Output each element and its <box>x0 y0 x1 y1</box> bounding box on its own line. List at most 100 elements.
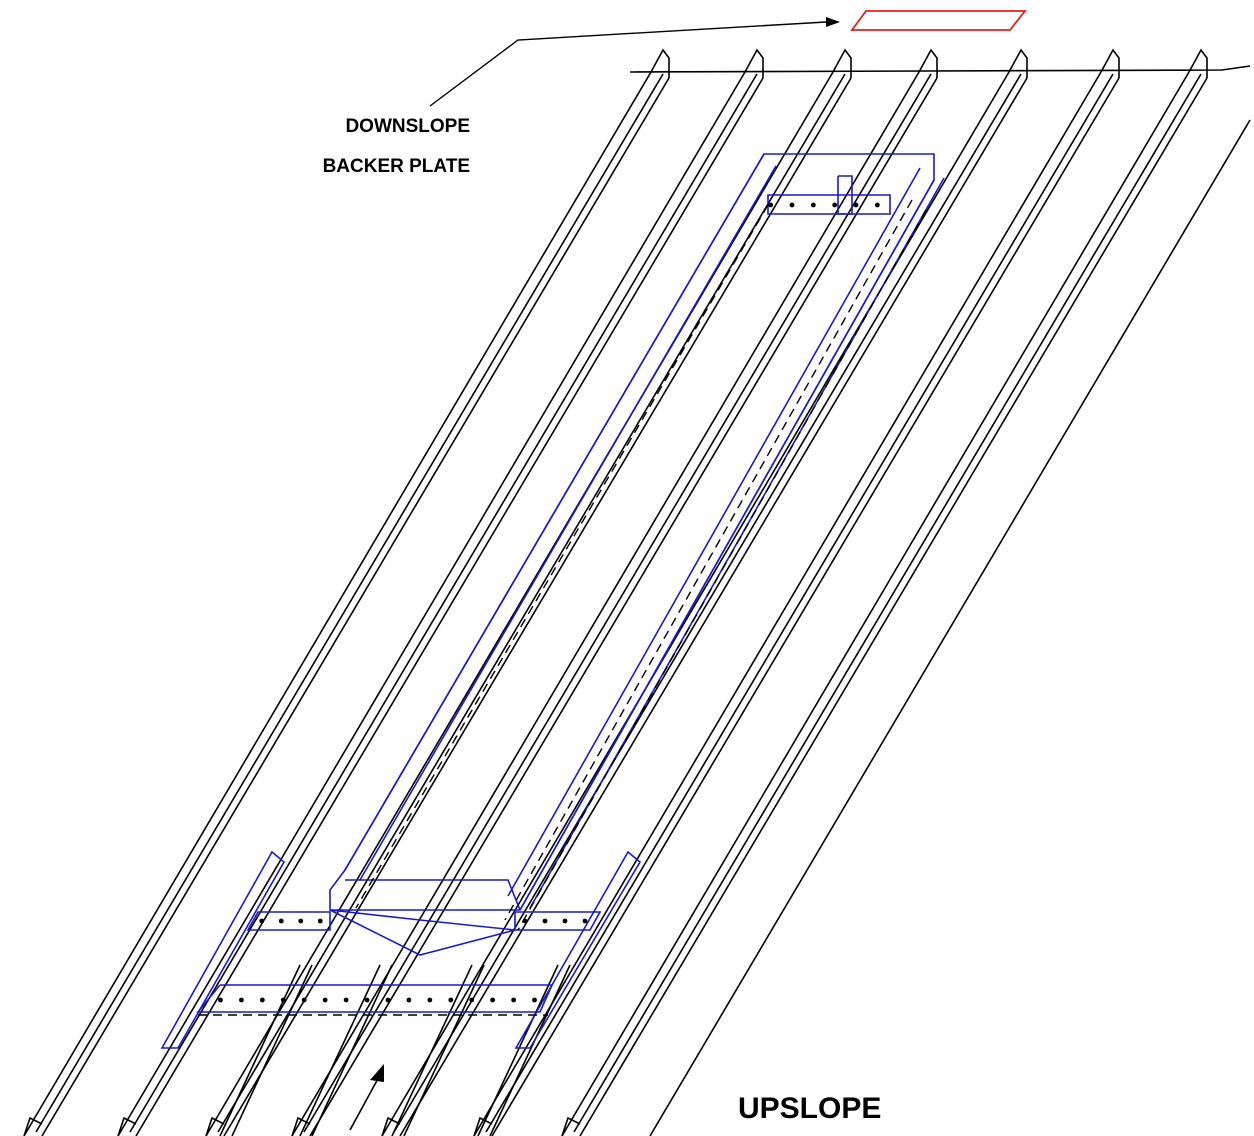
purlin-rib-stub <box>477 964 559 1136</box>
downslope-label: DOWNSLOPE <box>345 116 470 137</box>
upslope-arrow-shaft <box>349 1074 381 1131</box>
fastener <box>298 918 304 924</box>
upslope-arrow <box>349 1064 384 1131</box>
rib-cap <box>1008 48 1028 78</box>
upslope-channel-left <box>246 911 331 931</box>
purlin-rib-stub <box>403 964 485 1136</box>
fastener <box>259 918 265 924</box>
rib-edge <box>23 71 652 1136</box>
fastener <box>532 997 537 1003</box>
panel-edge <box>649 119 1251 1136</box>
fastener <box>343 997 349 1003</box>
fastener-dots <box>218 202 880 1003</box>
backer-plate-leader <box>429 17 840 107</box>
fastener <box>239 997 244 1003</box>
rib-edge <box>223 77 852 1136</box>
purlin-rib-stub <box>299 964 381 1136</box>
backer-plate <box>850 10 1027 31</box>
rib-edge <box>381 71 1010 1136</box>
rib-edge <box>217 73 846 1133</box>
rib-edge <box>485 73 1114 1133</box>
roof-panel-ribs <box>23 48 1251 1136</box>
rib-foot <box>561 1116 581 1136</box>
rib-foot <box>117 1116 137 1136</box>
fastener <box>562 918 568 924</box>
fastener <box>522 918 528 924</box>
roof-top-edge <box>629 65 1251 73</box>
fastener <box>448 997 454 1003</box>
roof-rib <box>117 48 764 1136</box>
fastener <box>582 918 588 924</box>
fastener <box>810 202 816 208</box>
roof-rib <box>381 48 1028 1136</box>
rib-edge <box>399 77 1028 1136</box>
rib-edge <box>205 71 834 1136</box>
rib-cap <box>1188 48 1208 78</box>
right-side-flange <box>514 850 642 1049</box>
fastener <box>832 202 838 208</box>
backer-plate-label: BACKER PLATE <box>322 156 470 177</box>
fastener <box>406 997 412 1003</box>
roof-rib <box>473 48 1120 1136</box>
fastener <box>364 997 370 1003</box>
roof-rib <box>291 48 938 1136</box>
curb-left-rail-inner <box>359 165 777 881</box>
fastener <box>768 202 774 208</box>
hidden-left-rail <box>355 204 769 909</box>
rib-cap <box>650 48 670 78</box>
fastener <box>259 997 265 1003</box>
roof-rib <box>205 48 852 1136</box>
rib-edge <box>491 77 1120 1136</box>
rib-foot <box>205 1116 225 1136</box>
fastener <box>874 202 880 208</box>
fastener <box>427 997 433 1003</box>
purlin-rib-stub <box>219 964 301 1136</box>
rib-cap <box>918 48 938 78</box>
roof-curb-frame <box>160 153 945 1049</box>
downslope-cross <box>767 194 891 215</box>
fastener <box>301 997 307 1003</box>
roof-rib <box>23 48 670 1136</box>
hidden-right-rail-2 <box>517 209 927 931</box>
rib-foot <box>473 1116 493 1136</box>
rib-edge <box>393 73 1022 1133</box>
rib-edge <box>573 73 1202 1133</box>
purlin-rib-stub <box>231 964 313 1136</box>
fastener <box>542 918 548 924</box>
fastener <box>385 997 391 1003</box>
lower-channel <box>196 984 554 1013</box>
curb-left-rail <box>344 153 765 871</box>
rib-edge <box>117 71 746 1136</box>
rib-edge <box>35 73 664 1133</box>
rib-edge <box>291 71 920 1136</box>
fastener <box>317 918 323 924</box>
rib-edge <box>303 73 932 1133</box>
fastener <box>511 997 516 1003</box>
fastener <box>278 918 284 924</box>
fastener <box>218 997 223 1003</box>
leader-line <box>429 21 827 107</box>
left-side-flange <box>160 850 286 1049</box>
purlin-rib-stub <box>489 964 571 1136</box>
rib-edge <box>473 71 1102 1136</box>
rib-edge <box>579 77 1208 1136</box>
upslope-cap <box>345 879 521 911</box>
rib-edge <box>561 71 1190 1136</box>
fastener <box>490 997 496 1003</box>
backer-plate-shape <box>850 10 1027 31</box>
curb-right-rail <box>519 179 935 911</box>
hidden-right-rail <box>504 199 913 921</box>
curb-outer <box>329 153 935 911</box>
upslope-label: UPSLOPE <box>738 1092 882 1125</box>
fastener <box>280 997 286 1003</box>
hidden-lines <box>198 199 927 1016</box>
rib-cap <box>744 48 764 78</box>
fastener <box>469 997 475 1003</box>
purlin-rib-stub <box>311 964 393 1136</box>
curb-right-rail-inner <box>507 167 921 897</box>
upslope-channel-right <box>514 911 602 931</box>
leader-arrowhead <box>826 17 840 27</box>
rib-edge <box>41 77 670 1136</box>
upslope-arrowhead <box>370 1064 384 1082</box>
